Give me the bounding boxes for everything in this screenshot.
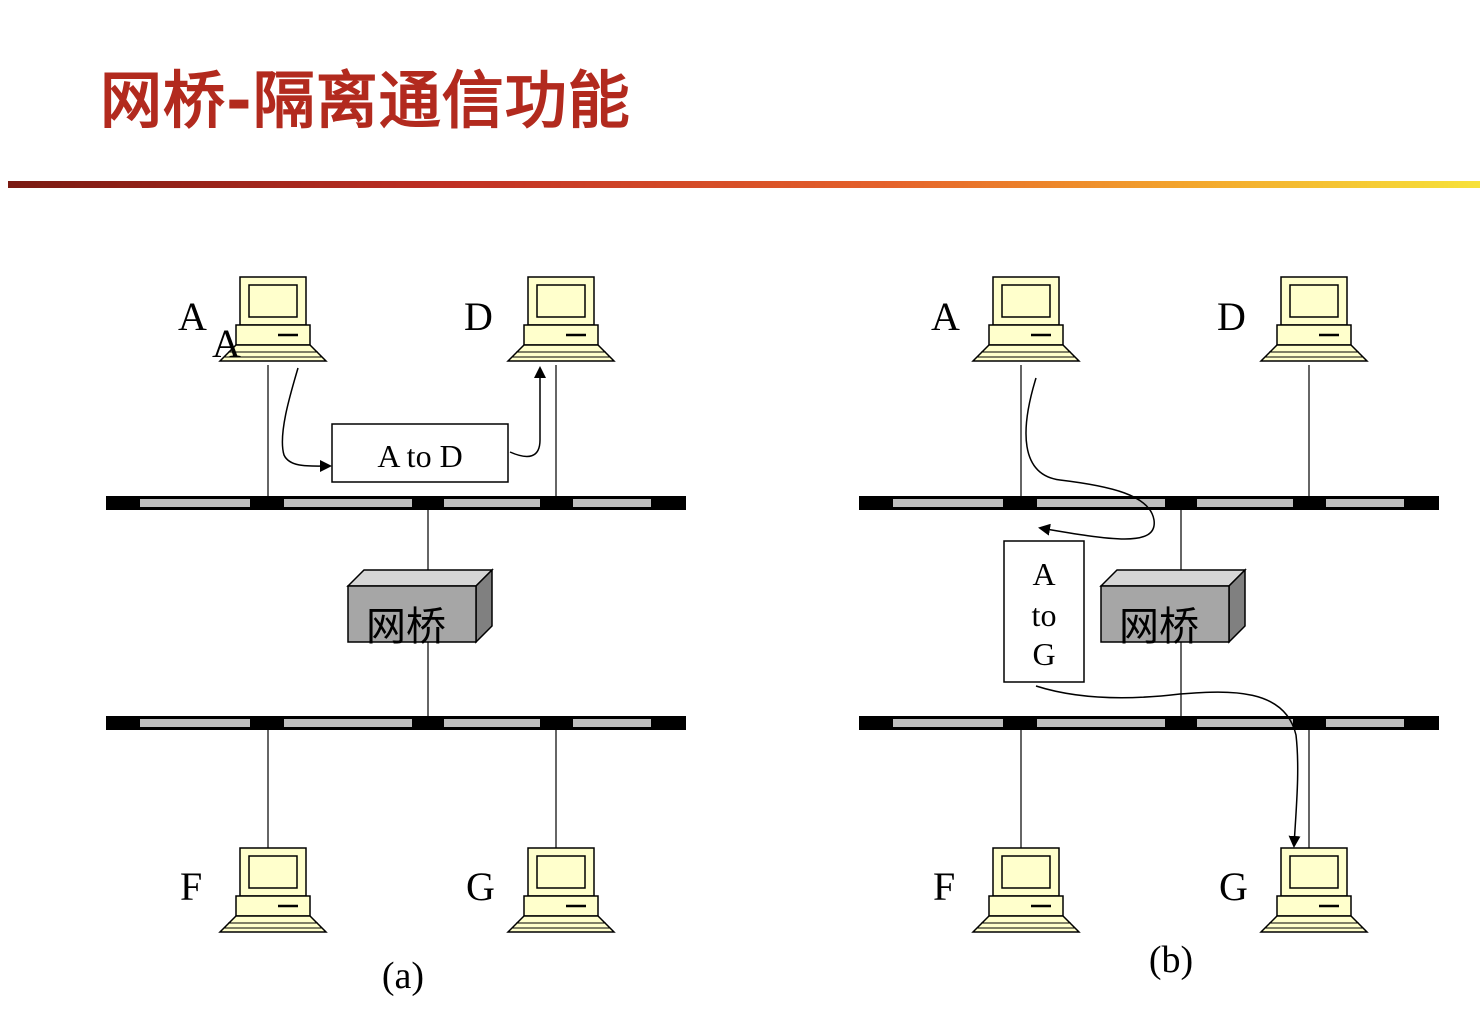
host-label-d: D [464, 294, 493, 339]
bridge-label: 网桥 [366, 604, 446, 650]
arrow-icon [1035, 685, 1301, 848]
frame-box [1003, 540, 1085, 683]
lan-segment-bottom [106, 716, 686, 730]
arrow-icon [281, 367, 332, 473]
frame-box [331, 423, 509, 483]
host-label-g: G [1219, 864, 1248, 909]
frame-line-2: to [1032, 597, 1057, 633]
host-label-a: A [931, 294, 960, 339]
bridge-label: 网桥 [1119, 604, 1199, 650]
arrow-icon [1025, 377, 1155, 540]
host-label-a: A [178, 294, 207, 339]
computer-icon [506, 275, 616, 363]
title-rule [8, 181, 1480, 188]
frame-label: A to D [377, 438, 462, 474]
host-label-g: G [466, 864, 495, 909]
host-label-d: D [1217, 294, 1246, 339]
computer-icon [1259, 846, 1369, 934]
lan-segment-top [106, 496, 686, 510]
computer-icon [506, 846, 616, 934]
caption-b: (b) [1149, 939, 1193, 981]
slide-title: 网桥-隔离通信功能 [100, 64, 631, 137]
computer-icon [971, 846, 1081, 934]
computer-icon [1259, 275, 1369, 363]
panel-b: A D F G 网桥 A to G (b) [859, 275, 1439, 981]
arrow-icon [509, 366, 546, 458]
lan-segment-bottom [859, 716, 1439, 730]
host-label-f: F [180, 864, 202, 909]
frame-line-1: A [1032, 556, 1055, 592]
caption-a: (a) [382, 955, 424, 997]
panel-a: A A D F G 网桥 A to D (a) [106, 275, 686, 997]
frame-line-3: G [1032, 636, 1055, 672]
computer-icon [218, 846, 328, 934]
computer-icon [971, 275, 1081, 363]
host-label-f: F [933, 864, 955, 909]
host-label-a-overlap: A [212, 321, 241, 366]
